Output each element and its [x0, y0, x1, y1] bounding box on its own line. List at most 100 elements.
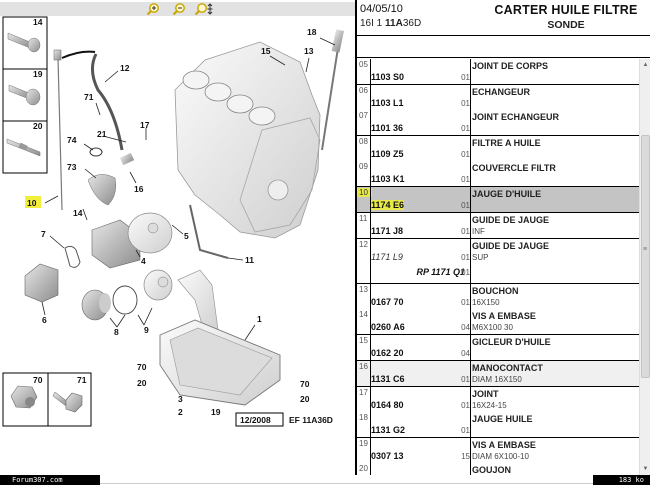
- callout-71: 71: [84, 92, 94, 102]
- column-divider: [370, 85, 371, 135]
- item-number: 16: [359, 362, 368, 371]
- item-number: 13: [359, 285, 368, 294]
- item-number: 20: [359, 464, 368, 473]
- section-title: CARTER HUILE FILTRE: [494, 3, 638, 17]
- table-row[interactable]: 200133 1602GOUJON6X100 53 26: [357, 463, 639, 475]
- column-divider: [370, 438, 371, 475]
- leader-lines: [41, 37, 336, 341]
- scroll-up-arrow-icon[interactable]: ▲: [642, 62, 649, 68]
- zoom-pan-button[interactable]: [194, 2, 214, 16]
- part-reference: 0162 20: [371, 348, 404, 358]
- part-spec: 16X24-15: [472, 401, 507, 410]
- forum-brand-badge: Forum307.com: [0, 475, 100, 485]
- diagram-reference: EF 11A36D: [289, 415, 333, 425]
- callout-18: 18: [307, 27, 317, 37]
- column-divider: [370, 213, 371, 238]
- engine-code-suffix: 36D: [402, 18, 422, 29]
- footer-divider: [100, 483, 650, 484]
- column-divider: [470, 239, 471, 283]
- zoom-out-button[interactable]: [171, 2, 187, 16]
- parts-scrollbar[interactable]: ▲ ≡ ▼: [639, 59, 650, 475]
- hex-screw-icon: [52, 391, 83, 413]
- zoom-out-icon: [172, 3, 185, 16]
- dipstick-10: [53, 49, 96, 211]
- column-divider: [470, 438, 471, 475]
- hex-nut-icon: [10, 385, 38, 409]
- callout-20-left: 20: [137, 378, 147, 388]
- part-reference: 0307 13: [371, 451, 404, 461]
- quantity: 01: [461, 201, 470, 210]
- item-number: 05: [359, 60, 368, 69]
- part-description: MANOCONTACT: [472, 363, 543, 373]
- column-divider: [470, 136, 471, 186]
- part-description: COUVERCLE FILTR: [472, 163, 556, 173]
- item-number: 17: [359, 388, 368, 397]
- column-divider: [370, 361, 371, 386]
- inset-boxes-bottom: 70 71: [2, 372, 92, 427]
- item-number: 07: [359, 111, 368, 120]
- zoom-in-button[interactable]: [145, 2, 161, 16]
- part-reference: 0164 80: [371, 400, 404, 410]
- part-reference: 0167 70: [371, 297, 404, 307]
- quantity: 01: [461, 124, 470, 133]
- column-divider: [470, 335, 471, 360]
- engine-code-bold: 11A: [385, 18, 403, 29]
- scroll-thumb[interactable]: ≡: [641, 135, 650, 378]
- header-blank-row: [357, 36, 650, 58]
- stud-bolt-icon: [6, 138, 41, 157]
- column-divider: [470, 59, 471, 84]
- part-reference: 1109 Z5: [371, 149, 404, 159]
- part-spec: DIAM 16X150: [472, 375, 522, 384]
- callout-70-left: 70: [137, 362, 147, 372]
- oil-filter-8: [81, 289, 111, 321]
- part-reference: 1174 E6: [371, 200, 405, 210]
- heat-exchanger-6: [24, 263, 59, 303]
- gasket-7: [64, 245, 81, 268]
- engine-code-prefix: 16I 1: [360, 18, 383, 29]
- scroll-down-arrow-icon[interactable]: ▼: [642, 466, 649, 472]
- part-reference: 1171 J8: [371, 226, 404, 236]
- engine-block: [174, 41, 321, 239]
- column-divider: [470, 213, 471, 238]
- callout-15: 15: [261, 46, 271, 56]
- callout-13: 13: [304, 46, 314, 56]
- oil-jet-73: [87, 174, 116, 206]
- column-divider: [470, 187, 471, 212]
- item-number: 12: [359, 240, 368, 249]
- column-divider: [370, 136, 371, 186]
- item-number: 15: [359, 336, 368, 345]
- quantity: 01: [461, 401, 470, 410]
- part-reference: 1101 36: [371, 123, 404, 133]
- part-reference: 1103 L1: [371, 98, 404, 108]
- dipstick-18: [321, 34, 341, 151]
